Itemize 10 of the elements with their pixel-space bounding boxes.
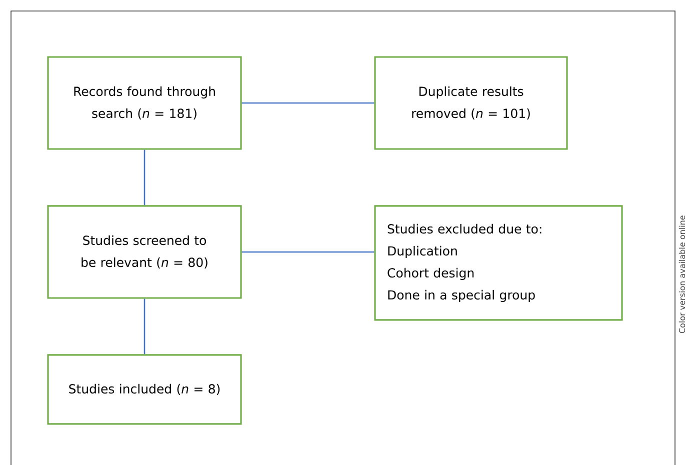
- connector-line: [242, 102, 374, 104]
- connector-line: [144, 298, 146, 354]
- process-box: Records found through search (n = 181): [47, 56, 242, 150]
- process-box: Duplicate results removed (n = 101): [374, 56, 568, 150]
- process-box: Studies excluded due to: Duplication Cohort design Done in a special group: [374, 205, 623, 321]
- connector-line: [144, 150, 146, 206]
- process-box: Studies screened to be relevant (n = 80): [47, 205, 242, 299]
- connector-line: [242, 251, 374, 253]
- side-note: Color version available online: [678, 216, 686, 334]
- process-box: Studies included (n = 8): [47, 354, 242, 425]
